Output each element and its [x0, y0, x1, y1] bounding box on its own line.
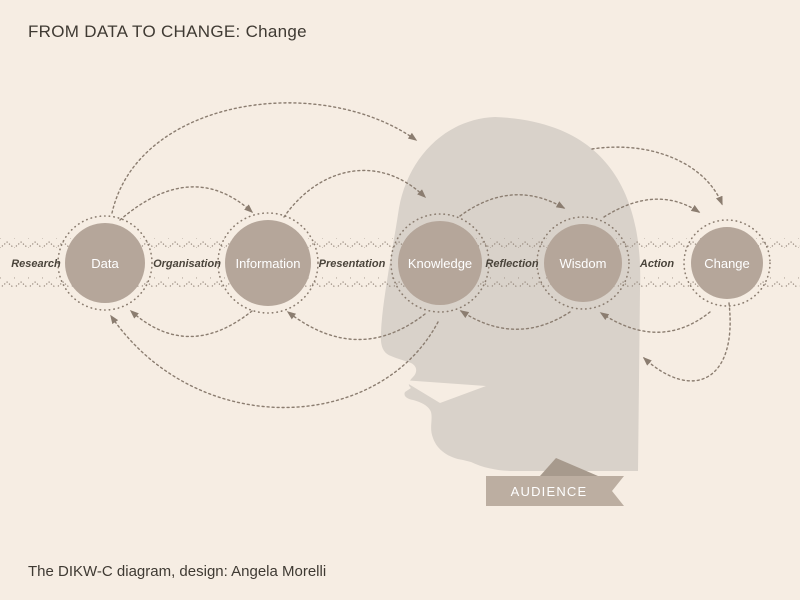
node-ring-information: [217, 212, 319, 314]
arc-information-to-data-feedback: [129, 310, 253, 338]
arc-wisdom-to-change: [603, 198, 701, 218]
node-label-information: Information: [235, 256, 300, 271]
arc-knowledge-to-data-feedback: [110, 314, 439, 409]
node-label-wisdom: Wisdom: [560, 256, 607, 271]
caption-text: The DIKW-C diagram, design: Angela Morel…: [28, 563, 327, 580]
page-title: FROM DATA TO CHANGE: Change: [28, 22, 307, 41]
process-label-reflection: Reflection: [485, 258, 538, 270]
process-label-presentation: Presentation: [319, 258, 386, 270]
node-change: Change: [683, 219, 771, 307]
node-knowledge: Knowledge: [390, 213, 490, 313]
node-circle-wisdom: [544, 224, 622, 302]
node-label-knowledge: Knowledge: [408, 256, 472, 271]
node-data: Data: [57, 215, 153, 311]
arc-information-to-knowledge: [283, 169, 427, 218]
node-label-change: Change: [704, 256, 750, 271]
node-information: Information: [217, 212, 319, 314]
node-circle-information: [225, 220, 311, 306]
node-circle-knowledge: [398, 221, 482, 305]
banner-fold: [540, 458, 598, 476]
arc-change-to-audience-feedback: [642, 302, 731, 382]
arc-wisdom-to-change-outer: [591, 146, 723, 206]
banner-label: AUDIENCE: [511, 484, 588, 499]
zigzag-line-bottom: [0, 277, 800, 287]
process-label-organisation: Organisation: [153, 258, 221, 270]
node-ring-change: [683, 219, 771, 307]
node-circle-data: [65, 223, 145, 303]
process-label-research: Research: [11, 258, 61, 270]
zigzag-line-top: [0, 238, 800, 248]
arc-change-to-wisdom-feedback: [599, 311, 711, 333]
node-wisdom: Wisdom: [536, 216, 630, 310]
audience-banner: AUDIENCE: [486, 476, 624, 506]
node-circle-change: [691, 227, 763, 299]
arc-knowledge-to-wisdom: [459, 194, 566, 217]
process-label-action: Action: [639, 258, 675, 270]
arc-data-to-information: [119, 186, 254, 221]
head-shape: [380, 117, 641, 471]
mouth-notch: [402, 380, 486, 403]
arc-knowledge-to-information-feedback: [286, 311, 426, 341]
node-ring-data: [57, 215, 153, 311]
arc-data-to-knowledge: [111, 102, 418, 214]
node-ring-wisdom: [536, 216, 630, 310]
banner-ribbon: [486, 476, 624, 506]
arc-wisdom-to-knowledge-feedback: [459, 310, 571, 330]
node-ring-knowledge: [390, 213, 490, 313]
node-label-data: Data: [91, 256, 119, 271]
audience-head-silhouette: [380, 117, 641, 476]
